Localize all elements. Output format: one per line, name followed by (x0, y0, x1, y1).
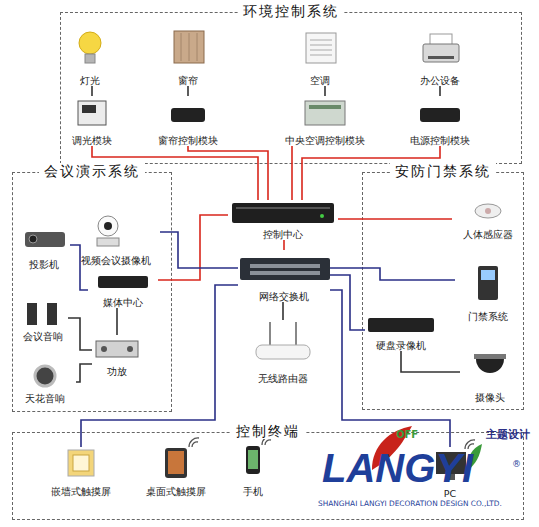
device-label: 摄像头 (475, 392, 505, 403)
device-label: 中央空调控制模块 (285, 135, 365, 146)
group-title: 控制终端 (231, 423, 305, 439)
connector-line (330, 275, 365, 330)
device-label: 窗帘控制模块 (158, 135, 218, 146)
logo-text: LANGYI (322, 448, 473, 488)
connector-line (330, 290, 450, 447)
connector-line (401, 351, 460, 372)
device-label: 功放 (107, 366, 127, 377)
device-label: 空调 (310, 75, 330, 86)
device-node: 会议音响 (18, 300, 68, 342)
device-label: 人体感应器 (463, 229, 513, 240)
connector-line (324, 86, 326, 96)
device-label: 会议音响 (23, 331, 63, 342)
logo-text: 主题设计 (486, 429, 530, 440)
device-label: 无线路由器 (258, 373, 308, 384)
wall-panel-icon (68, 450, 94, 476)
logo-text: SHANGHAI LANGYI DECORATION DESIGN CO.,LT… (318, 500, 502, 507)
controller-icon (232, 203, 334, 223)
group-title: 安防门禁系统 (390, 163, 496, 179)
logo-text: ® (512, 460, 521, 469)
dome-camera-icon (474, 354, 506, 373)
connector-line (330, 268, 455, 280)
device-label: 嵌墙式触摸屏 (51, 486, 111, 497)
phone-icon (246, 446, 260, 474)
group-title-band: 控制终端 (13, 423, 523, 441)
connector-line (282, 302, 284, 320)
device-label: 办公设备 (420, 75, 460, 86)
hvac-module-icon (305, 101, 345, 125)
connector-line (76, 364, 92, 382)
device-label: 媒体中心 (103, 297, 143, 308)
projector-icon (25, 232, 65, 247)
group-title-band: 会议演示系统 (13, 163, 171, 181)
connector-line (187, 86, 189, 96)
media-center-icon (98, 276, 148, 288)
device-label: 门禁系统 (468, 311, 508, 322)
group-title-band: 安防门禁系统 (363, 163, 523, 181)
recorder-icon (368, 318, 434, 332)
device-label: 控制中心 (263, 229, 303, 240)
group-title: 会议演示系统 (39, 163, 145, 179)
video-camera-icon (97, 216, 119, 246)
group-title: 环境控制系统 (238, 3, 344, 19)
connector-line (439, 86, 441, 96)
bulb-icon (79, 32, 101, 63)
connector-line (116, 308, 118, 335)
device-label: 桌面式触摸屏 (146, 486, 206, 497)
printer-icon (423, 34, 459, 62)
device-label: 电源控制模块 (410, 135, 470, 146)
device-node: 摄像头 (460, 345, 520, 403)
connector-line (188, 146, 268, 200)
aircon-icon (306, 33, 336, 63)
device-label: 硬盘录像机 (376, 340, 426, 351)
connector-line (81, 285, 238, 447)
power-module-icon (420, 108, 460, 122)
device-label: 投影机 (29, 259, 59, 270)
device-label: 调光模块 (72, 135, 112, 146)
router-icon (256, 322, 310, 359)
connector-line (68, 318, 92, 350)
connector-line (158, 215, 228, 280)
connector-line (291, 146, 293, 200)
system-group: 环境控制系统灯光窗帘空调办公设备调光模块窗帘控制模块中央空调控制模块电源控制模块 (60, 12, 522, 164)
motion-sensor-icon (475, 204, 501, 218)
tablet-icon (165, 448, 187, 478)
amplifier-icon (96, 341, 138, 357)
switch-icon (240, 258, 330, 280)
connector-line (70, 245, 88, 290)
curtain-icon (174, 31, 204, 63)
group-title-band: 环境控制系统 (61, 3, 521, 21)
device-label: 窗帘 (178, 75, 198, 86)
device-label: 视频会议摄像机 (81, 255, 151, 266)
access-panel-icon (478, 266, 498, 300)
connector-line (283, 240, 285, 250)
device-label: PC (444, 488, 456, 499)
speaker-icon (27, 303, 57, 325)
curtain-module-icon (171, 108, 205, 122)
device-label: 手机 (243, 486, 263, 497)
connector-line (338, 218, 452, 220)
device-label: 天花音响 (25, 393, 65, 404)
dimmer-module-icon (78, 101, 106, 125)
device-label: 网络交换机 (259, 291, 309, 302)
connector-line (91, 86, 93, 96)
logo-text: OFF (396, 430, 418, 440)
ceiling-speaker-icon (35, 366, 55, 386)
device-label: 灯光 (80, 75, 100, 86)
